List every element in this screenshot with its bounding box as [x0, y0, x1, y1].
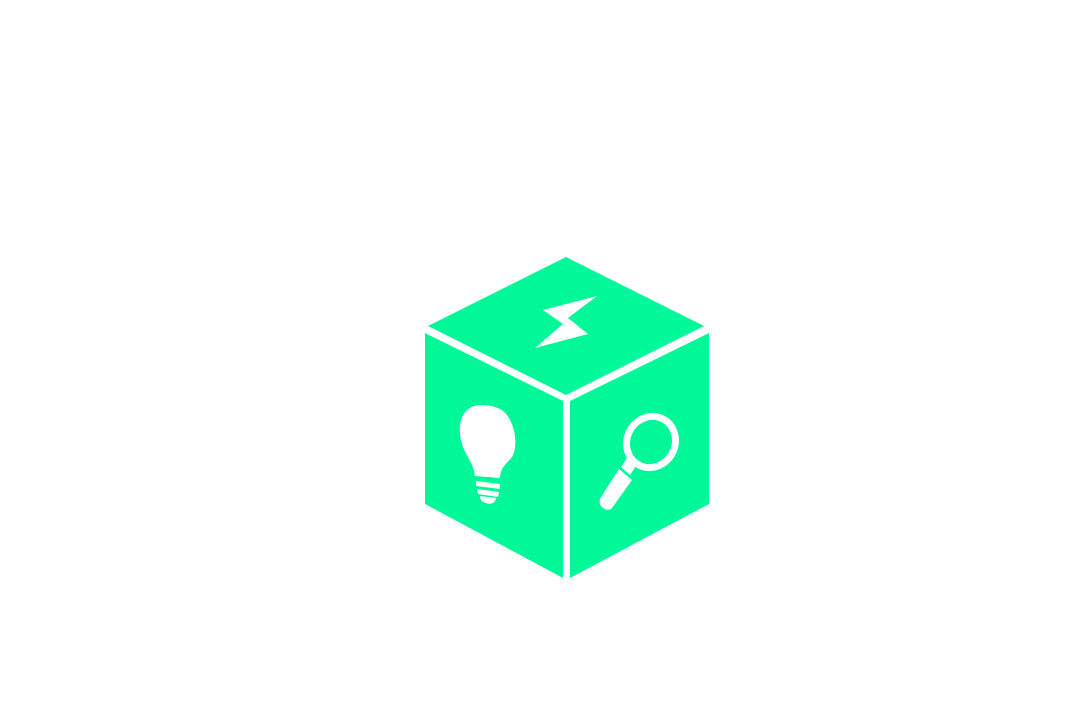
- cube-right-face: [570, 333, 709, 578]
- magnifying-glass-icon: [599, 412, 679, 510]
- lightning-bolt-icon: [535, 296, 597, 348]
- lightbulb-icon: [459, 405, 516, 504]
